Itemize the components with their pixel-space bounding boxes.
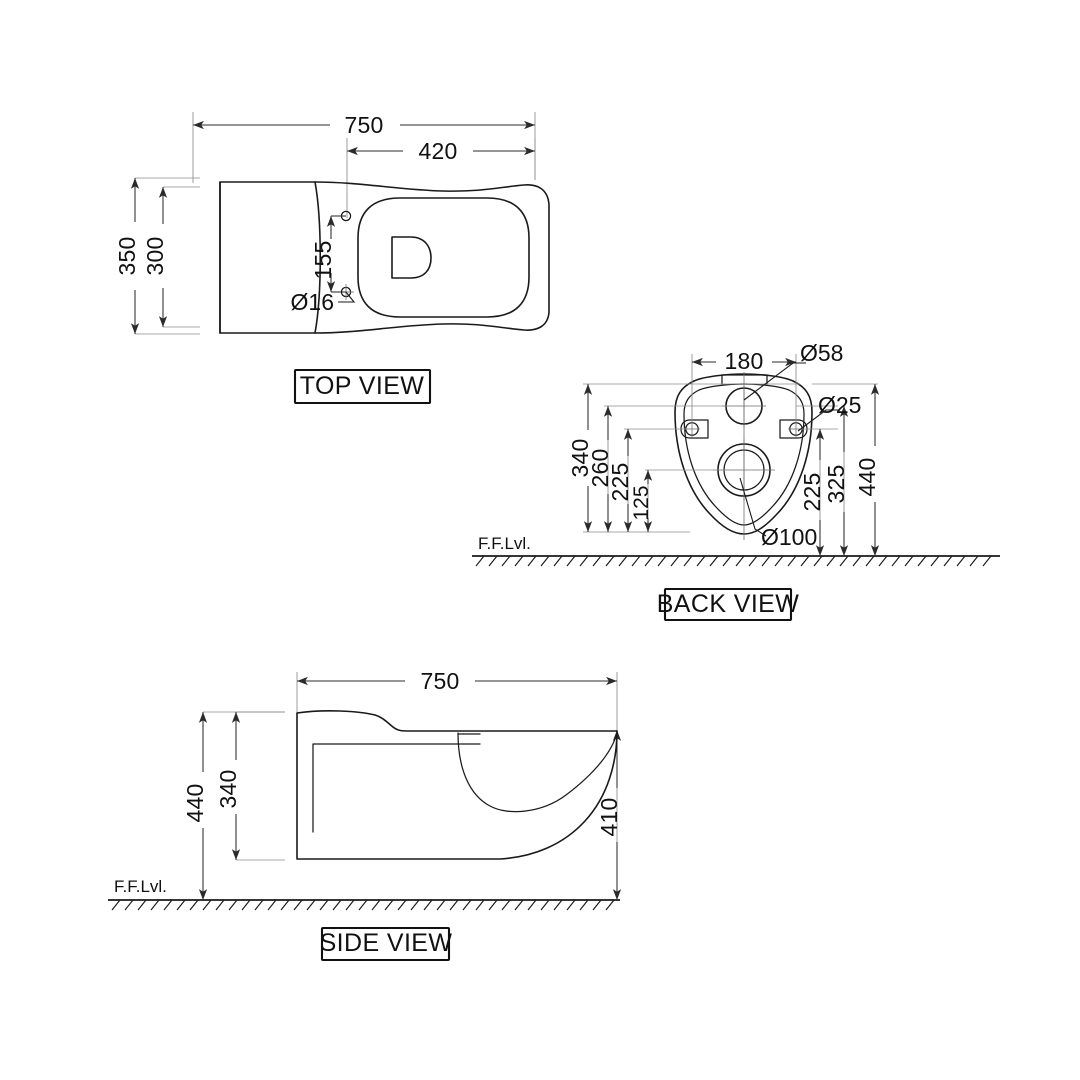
back-view-ffl-label: F.F.Lvl. bbox=[478, 534, 531, 553]
side-view-outline bbox=[296, 710, 618, 860]
back-view-dim-340-label: 340 bbox=[567, 439, 593, 478]
top-view-group: 750 420 350 300 bbox=[114, 112, 550, 405]
back-view-dim-225-right-label: 225 bbox=[799, 473, 825, 512]
top-view-dim-155: 155 bbox=[310, 215, 346, 293]
top-view-dia16-label: Ø16 bbox=[291, 289, 334, 315]
back-view-floor-line: F.F.Lvl. bbox=[472, 534, 1000, 567]
back-view-group: F.F.Lvl. bbox=[472, 340, 1000, 622]
back-view-dim-180: 180 bbox=[691, 348, 797, 374]
top-view-dim-420-label: 420 bbox=[419, 138, 458, 164]
top-view-dim-155-label: 155 bbox=[310, 241, 336, 280]
top-view-dim-750: 750 bbox=[192, 112, 536, 138]
top-view-dim-350: 350 bbox=[114, 177, 140, 335]
back-view-dim-340: 340 bbox=[567, 383, 593, 533]
back-view-dim-325-label: 325 bbox=[823, 465, 849, 504]
side-view-dim-440: 440 bbox=[182, 711, 208, 901]
top-view-dia16-leader: Ø16 bbox=[291, 289, 356, 315]
side-view-floor-line: F.F.Lvl. bbox=[108, 877, 620, 911]
top-view-tank-divider bbox=[314, 181, 322, 334]
back-view-dim-440: 440 bbox=[854, 383, 880, 557]
top-view-extension-lines bbox=[135, 112, 536, 335]
side-view-dim-750: 750 bbox=[296, 668, 618, 694]
side-view-group: F.F.Lvl. 750 440 340 bbox=[108, 668, 622, 962]
back-view-dia25-leader: Ø25 bbox=[797, 392, 861, 432]
back-view-dia25-label: Ø25 bbox=[818, 392, 861, 418]
top-view-bowl-inner bbox=[391, 236, 432, 279]
side-view-dim-340-label: 340 bbox=[215, 770, 241, 809]
back-view-dim-260: 260 bbox=[587, 405, 613, 533]
side-view-dim-410: 410 bbox=[596, 729, 622, 901]
side-view-ffl-label: F.F.Lvl. bbox=[114, 877, 167, 896]
side-view-label: SIDE VIEW bbox=[320, 926, 453, 962]
top-view-dim-420: 420 bbox=[346, 138, 536, 164]
back-view-dim-325: 325 bbox=[823, 405, 849, 557]
top-view-dim-300: 300 bbox=[142, 186, 168, 328]
side-view-seat-line bbox=[312, 743, 481, 833]
back-view-dim-125: 125 bbox=[630, 469, 653, 533]
side-view-dim-340: 340 bbox=[215, 711, 241, 861]
top-view-dim-350-label: 350 bbox=[114, 237, 140, 276]
side-view-bowl-interior bbox=[457, 732, 618, 813]
top-view-dim-750-label: 750 bbox=[345, 112, 384, 138]
back-view-dia100-leader: Ø100 bbox=[739, 477, 817, 550]
back-view-dim-225-right: 225 bbox=[799, 428, 825, 557]
side-view-label-text: SIDE VIEW bbox=[320, 929, 453, 957]
back-view-dim-260-label: 260 bbox=[587, 449, 613, 488]
back-view-label: BACK VIEW bbox=[657, 587, 800, 622]
top-view-outline bbox=[219, 181, 550, 334]
back-view-outline bbox=[674, 373, 813, 535]
back-view-dia58-label: Ø58 bbox=[800, 340, 843, 366]
back-view-top-notch bbox=[721, 374, 768, 385]
back-view-dim-225-left-label: 225 bbox=[607, 463, 633, 502]
back-view-dim-440-label: 440 bbox=[854, 458, 880, 497]
back-view-dim-180-label: 180 bbox=[725, 348, 764, 374]
top-view-dim-300-label: 300 bbox=[142, 237, 168, 276]
top-view-label: TOP VIEW bbox=[293, 368, 432, 405]
back-view-extension-lines bbox=[583, 354, 878, 533]
top-view-bowl-rim bbox=[357, 197, 530, 318]
side-view-dim-410-label: 410 bbox=[596, 798, 622, 837]
side-view-extension-lines bbox=[203, 672, 618, 900]
back-view-dia100-label: Ø100 bbox=[761, 524, 817, 550]
back-view-label-text: BACK VIEW bbox=[657, 590, 800, 618]
side-view-dim-440-label: 440 bbox=[182, 784, 208, 823]
side-view-dim-750-label: 750 bbox=[421, 668, 460, 694]
back-view-dim-125-label: 125 bbox=[630, 485, 653, 520]
top-view-label-text: TOP VIEW bbox=[300, 372, 425, 400]
back-view-dim-225-left: 225 bbox=[607, 428, 633, 533]
back-view-dia58-leader: Ø58 bbox=[743, 340, 843, 401]
